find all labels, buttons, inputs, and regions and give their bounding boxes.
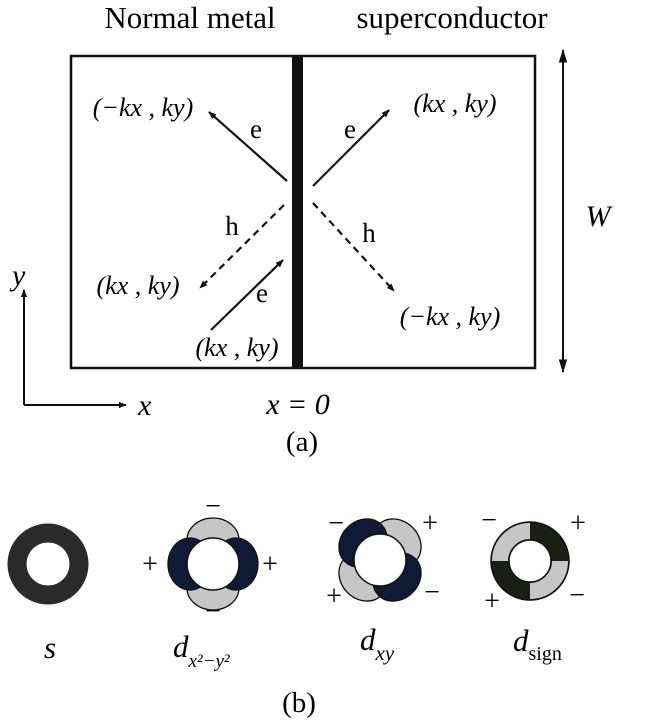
dxy-label: dxy	[360, 622, 395, 665]
dx2y2-label: dx²−y²	[173, 629, 230, 672]
wavevector-left-bottom: (kx , ky)	[196, 333, 279, 362]
dx2y2-sign-right: +	[262, 549, 278, 580]
hole-label-andreev: h	[225, 211, 239, 241]
dsign-sign-top-right: +	[570, 508, 586, 539]
dsign-label: dsign	[513, 623, 562, 665]
wavevector-right-top: (kx , ky)	[414, 89, 497, 118]
transmitted-hole-arrow	[312, 202, 395, 292]
dxy-center	[353, 533, 407, 587]
dsign-light-arc-lower-right	[529, 560, 568, 599]
interface-label: x = 0	[265, 388, 330, 421]
dx2y2-sign-bottom: −	[205, 596, 221, 627]
s-wave-label: s	[44, 630, 56, 665]
wavevector-left-mid: (kx , ky)	[97, 271, 180, 300]
panel-b: s + + − − dx²−y² − + + − dxy	[7, 491, 586, 719]
normal-metal-title: Normal metal	[104, 0, 275, 35]
interface-barrier	[292, 56, 303, 368]
wavevector-right-bottom: (−kx , ky)	[400, 302, 501, 331]
electron-label-incident: e	[256, 278, 268, 308]
electron-label-transmitted: e	[344, 114, 356, 144]
width-label: W	[586, 200, 614, 233]
panel-a-caption: (a)	[286, 426, 318, 458]
hole-label-transmitted: h	[362, 218, 376, 248]
panel-b-caption: (b)	[282, 687, 316, 719]
panel-a: Normal metal superconductor W y x x = 0 …	[9, 0, 614, 458]
dxy-sign-top-right: +	[422, 508, 438, 539]
dxy-sign-bottom-left: +	[326, 581, 342, 612]
dsign-light-arc-upper-left	[492, 523, 531, 562]
dxy-sign-bottom-right: −	[424, 577, 440, 608]
dsign-outer-edge	[490, 521, 570, 601]
y-axis-label: y	[9, 259, 26, 292]
dsign-symbol	[490, 521, 570, 601]
dsign-sign-top-left: −	[481, 505, 497, 536]
superconductor-title: superconductor	[356, 0, 548, 35]
dxy-symbol	[338, 518, 422, 602]
reflected-electron-arrow	[208, 111, 288, 182]
dsign-inner-edge	[508, 539, 552, 583]
dx2y2-center	[186, 537, 240, 591]
s-wave-symbol	[7, 523, 89, 605]
dx2y2-symbol	[167, 517, 259, 611]
dxy-sign-top-left: −	[328, 508, 344, 539]
transmitted-electron-arrow	[312, 109, 390, 187]
x-axis-label: x	[137, 389, 152, 422]
dsign-sign-bottom-right: −	[569, 580, 585, 611]
dx2y2-sign-top: −	[205, 491, 221, 522]
dx2y2-sign-left: +	[142, 549, 158, 580]
dsign-sign-bottom-left: +	[484, 586, 500, 617]
s-wave-ring	[7, 523, 89, 605]
andreev-hole-arrow	[199, 204, 285, 289]
electron-label-reflected: e	[250, 114, 262, 144]
wavevector-left-top: (−kx , ky)	[93, 93, 194, 122]
incident-electron-arrow	[210, 259, 284, 331]
